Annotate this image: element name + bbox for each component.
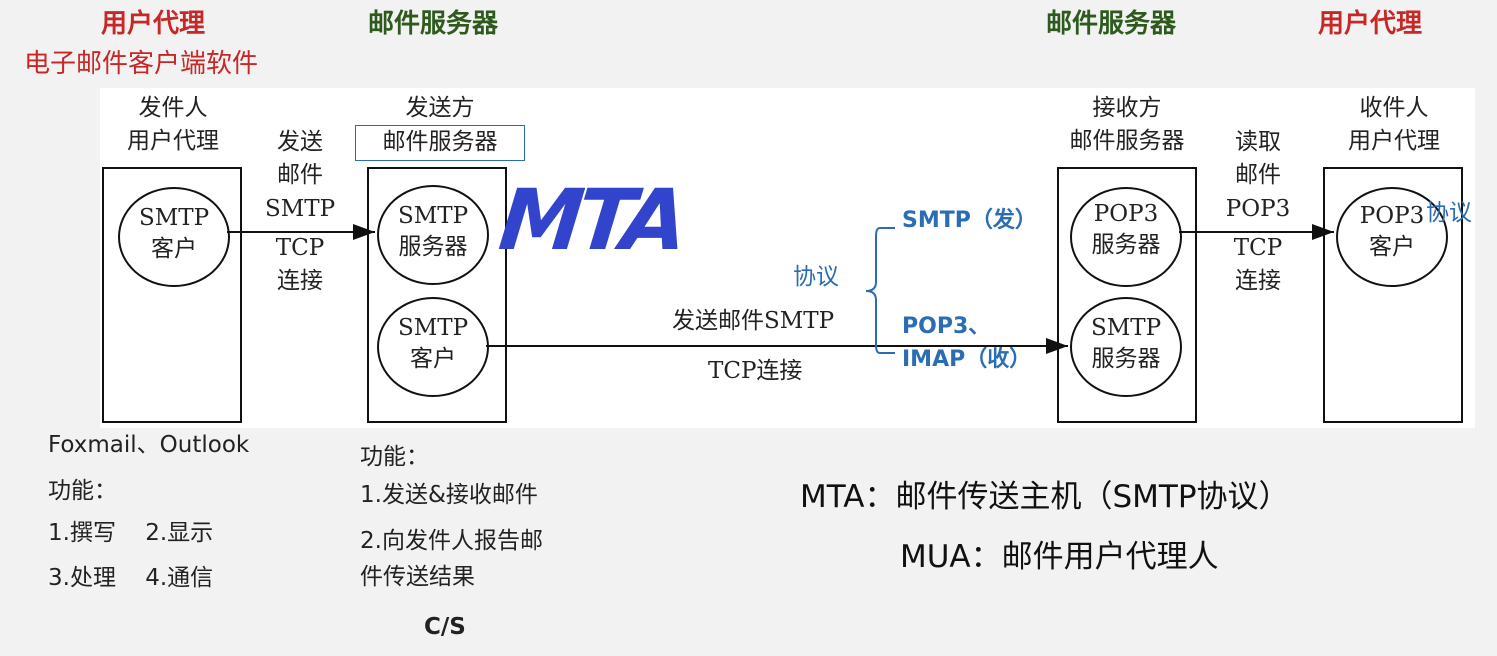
sending-server-title-line1: 发送方 <box>405 95 475 121</box>
receiving-server-circle-top-line2: 服务器 <box>1091 232 1161 259</box>
receiver-circle-line2: 客户 <box>1369 234 1415 261</box>
right-mail-server-heading: 邮件服务器 <box>1046 9 1177 39</box>
sending-smtp-server-circle: SMTP 服务器 <box>377 185 489 285</box>
receiver-pop3-client-circle: POP3 客户 <box>1336 187 1448 287</box>
sender-smtp-client-circle: SMTP 客户 <box>118 187 230 287</box>
sending-server-circle-bottom-line1: SMTP <box>397 315 469 341</box>
sending-server-title: 发送方 邮件服务器 <box>355 92 525 161</box>
sending-server-circle-top-line2: 服务器 <box>398 234 468 261</box>
sender-circle-line2: 客户 <box>151 236 197 263</box>
send-label-line4: TCP <box>275 235 325 262</box>
protocol-brace <box>865 227 895 354</box>
receiving-pop3-server-circle: POP3 服务器 <box>1070 187 1182 287</box>
receiving-server-circle-bottom-line2: 服务器 <box>1091 346 1161 373</box>
client-functions-row2: 3.处理 4.通信 <box>48 565 214 591</box>
mua-definition: MUA：邮件用户代理人 <box>900 539 1219 575</box>
middle-send-label: 发送邮件SMTP <box>672 308 835 334</box>
read-label-line2: 邮件 <box>1235 162 1281 189</box>
client-functions-title: 功能： <box>48 478 117 504</box>
receiver-title: 收件人 用户代理 <box>1326 92 1462 159</box>
mta-definition: MTA：邮件传送主机（SMTP协议） <box>800 479 1290 515</box>
protocol-smtp-send: SMTP（发） <box>902 208 1037 233</box>
receiving-smtp-server-circle: SMTP 服务器 <box>1070 297 1182 397</box>
right-user-agent-heading: 用户代理 <box>1318 9 1423 39</box>
server-function-1: 1.发送&接收邮件 <box>360 482 538 508</box>
protocol-label: 协议 <box>793 264 839 290</box>
send-label-line3: SMTP <box>264 195 336 222</box>
sending-server-title-line2: 邮件服务器 <box>355 125 525 161</box>
receiver-title-line1: 收件人 <box>1359 95 1429 121</box>
send-label-line1: 发送 <box>277 129 323 155</box>
client-server-model-label: C/S <box>424 614 466 640</box>
sender-title: 发件人 用户代理 <box>108 92 238 159</box>
receiving-server-title: 接收方 邮件服务器 <box>1052 92 1202 159</box>
sender-circle-line1: SMTP <box>138 205 210 231</box>
server-function-2-line1: 2.向发件人报告邮 <box>360 528 543 554</box>
read-label-line5: 连接 <box>1235 268 1281 295</box>
sending-server-circle-bottom-line2: 客户 <box>410 346 456 373</box>
client-functions-row1: 1.撰写 2.显示 <box>48 520 214 546</box>
read-mail-label: 读取 邮件 POP3 TCP 连接 <box>1212 126 1304 299</box>
protocol-imap-receive: IMAP（收） <box>902 347 1032 372</box>
diagram-area <box>100 88 1475 428</box>
sending-smtp-client-circle: SMTP 客户 <box>377 297 489 397</box>
left-mail-server-heading: 邮件服务器 <box>368 9 499 39</box>
email-client-software-label: 电子邮件客户端软件 <box>24 49 259 79</box>
send-label-line5: 连接 <box>277 268 323 295</box>
client-apps-examples: Foxmail、Outlook <box>48 432 250 458</box>
server-functions-title: 功能： <box>360 444 429 470</box>
read-label-line1: 读取 <box>1235 129 1281 155</box>
receiver-protocol-annotation: 协议 <box>1426 200 1472 226</box>
protocol-pop3: POP3、 <box>902 314 991 339</box>
receiving-server-title-line2: 邮件服务器 <box>1069 128 1185 155</box>
send-mail-label: 发送 邮件 SMTP TCP 连接 <box>258 126 342 299</box>
send-label-line2: 邮件 <box>277 162 323 189</box>
sender-title-line2: 用户代理 <box>127 128 219 155</box>
sending-server-circle-top-line1: SMTP <box>397 203 469 229</box>
middle-tcp-label: TCP连接 <box>708 358 803 384</box>
server-function-2-line2: 件传送结果 <box>360 564 475 590</box>
receiving-server-title-line1: 接收方 <box>1092 95 1162 121</box>
receiver-circle-line1: POP3 <box>1359 203 1425 229</box>
read-label-line4: TCP <box>1233 235 1283 262</box>
left-user-agent-heading: 用户代理 <box>101 9 206 39</box>
sender-title-line1: 发件人 <box>138 95 208 121</box>
receiving-server-circle-top-line1: POP3 <box>1093 201 1159 227</box>
read-label-line3: POP3 <box>1225 195 1291 222</box>
receiving-server-circle-bottom-line1: SMTP <box>1090 315 1162 341</box>
receiver-title-line2: 用户代理 <box>1348 128 1440 155</box>
